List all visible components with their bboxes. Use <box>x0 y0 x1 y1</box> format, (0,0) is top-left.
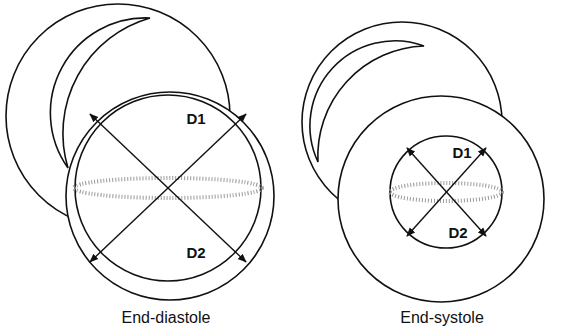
diameter-arrow <box>90 114 246 262</box>
right-ventricle-cavity <box>310 41 424 162</box>
left-ventricle-wall <box>66 92 274 300</box>
diameter-arrow <box>407 148 486 236</box>
caption-label: End-diastole <box>122 310 211 326</box>
dimension-label: D2 <box>186 245 205 260</box>
dimension-label: D2 <box>448 225 467 240</box>
left-ventricle-cavity <box>75 95 261 281</box>
systole-heart <box>302 22 544 302</box>
left-ventricle-cavity <box>390 136 502 248</box>
diameter-arrow <box>90 114 246 262</box>
dimension-label: D1 <box>186 111 205 126</box>
left-ventricle-wall <box>338 96 544 302</box>
caption-label: End-systole <box>400 310 484 326</box>
diastole-heart <box>6 4 274 300</box>
diameter-arrow <box>407 148 486 236</box>
dimension-label: D1 <box>452 145 471 160</box>
